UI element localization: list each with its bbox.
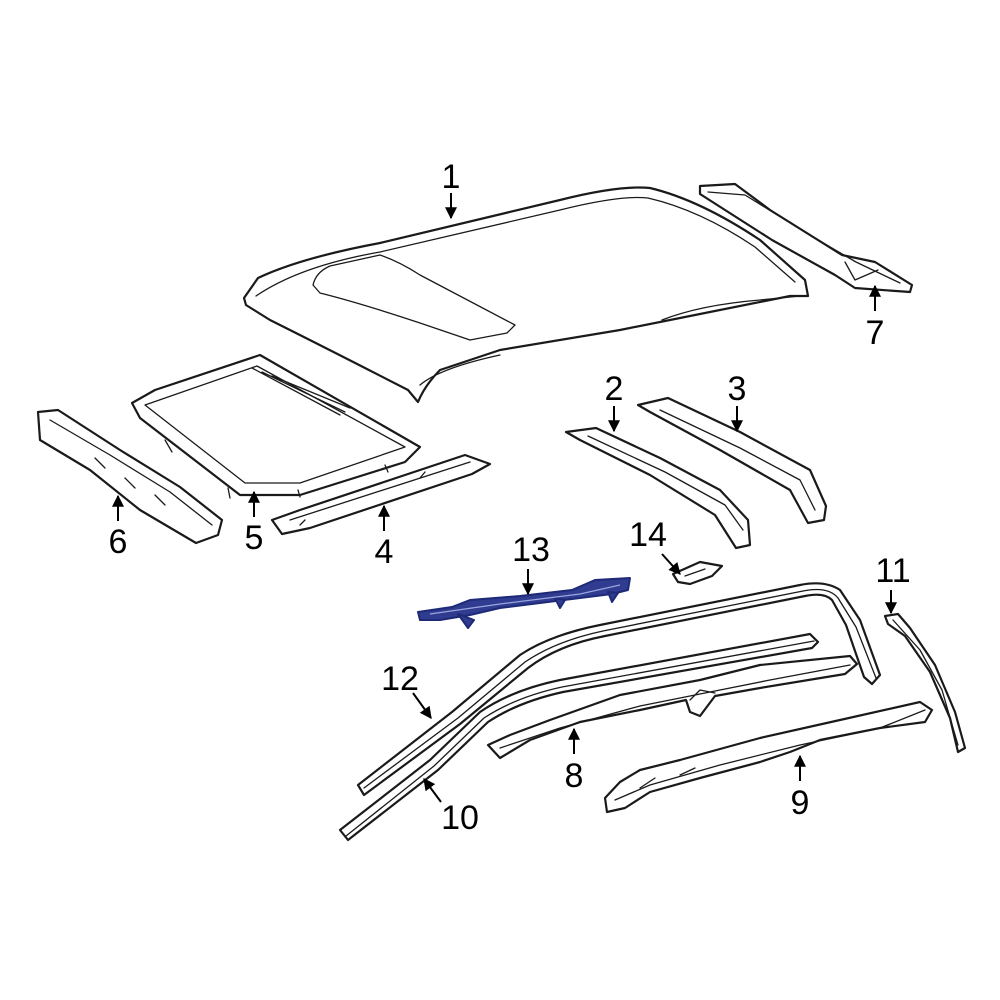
weatherstrip[interactable]	[356, 582, 882, 797]
drip-molding[interactable]	[338, 632, 820, 842]
reinforcement-bracket[interactable]	[417, 577, 631, 629]
windshield-header[interactable]	[36, 408, 224, 545]
callout-9: 9	[791, 784, 810, 822]
callout-7: 7	[866, 314, 885, 352]
callout-10-leader	[423, 778, 442, 803]
callout-5: 5	[245, 519, 264, 557]
callout-6: 6	[109, 523, 128, 561]
callout-12: 12	[381, 660, 419, 698]
callout-14-leader	[661, 553, 681, 575]
callout-12-leader	[412, 692, 432, 719]
front-roof-bow[interactable]	[270, 453, 492, 536]
rear-roof-bow[interactable]	[636, 396, 828, 525]
callout-10: 10	[441, 799, 479, 837]
callout-1: 1	[442, 158, 461, 196]
callout-3: 3	[728, 370, 747, 408]
callout-11: 11	[875, 552, 910, 590]
outer-roof-rail[interactable]	[603, 700, 934, 814]
sunroof-frame[interactable]	[130, 353, 422, 499]
callout-4: 4	[375, 533, 394, 571]
callout-2: 2	[605, 370, 624, 408]
callout-13: 13	[512, 531, 550, 569]
callout-8: 8	[565, 757, 584, 795]
inner-roof-rail[interactable]	[486, 654, 859, 760]
rear-molding[interactable]	[883, 612, 967, 754]
center-roof-bow[interactable]	[564, 426, 752, 550]
callout-14: 14	[629, 516, 667, 554]
small-bracket[interactable]	[671, 560, 724, 586]
roof-panel[interactable]	[242, 186, 810, 404]
rear-header[interactable]	[698, 182, 914, 294]
